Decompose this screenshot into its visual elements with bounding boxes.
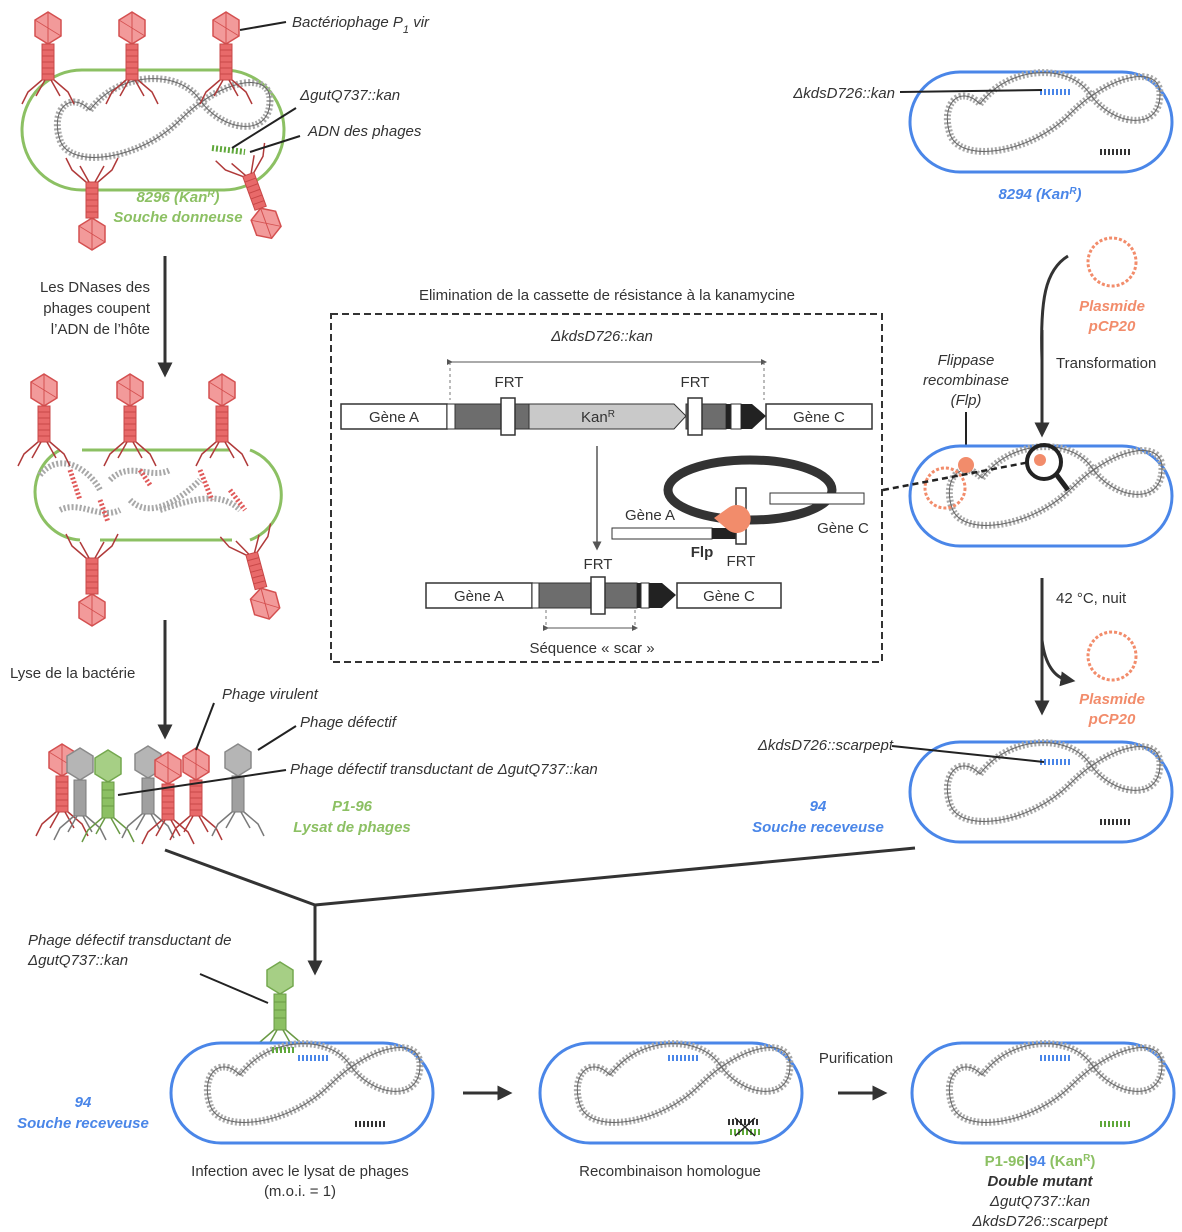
plasmid-label-2a: Plasmide [1079,691,1145,708]
scar-mutation: ΔkdsD726::scarpept [757,737,894,754]
final-mut1: ΔgutQ737::kan [989,1193,1090,1210]
donor-mutation: ΔgutQ737::kan [299,87,400,104]
dnase-line3: l’ADN de l’hôte [51,321,150,338]
gene-c-loop: Gène C [817,520,869,537]
virulent-label: Phage virulent [222,686,319,703]
transformation-label: Transformation [1056,355,1156,372]
inset-box [330,313,883,663]
final-name: P1-96|94 (KanR) [985,1153,1096,1171]
recipient-strain: 8294 (KanR) [998,186,1081,204]
flp-label: Flp [691,544,714,561]
frt-top-2: FRT [681,374,710,391]
transduction-label-1: Phage défectif transductant de [28,932,231,949]
recipient-cell-94 [908,742,1174,844]
defective-label: Phage défectif [300,714,398,731]
lysing-cell [33,448,283,542]
gene-a-top: Gène A [369,409,419,426]
scar-label: Séquence « scar » [529,640,654,657]
construct-top [340,397,873,436]
flippase-line2: recombinase [923,372,1009,389]
final-mut2: ΔkdsD726::scarpept [971,1213,1108,1230]
recipient-mutation: ΔkdsD726::kan [792,85,895,102]
plasmid-label-1b: pCP20 [1088,318,1136,335]
transducing-phage [253,961,307,1055]
inset-title: Elimination de la cassette de résistance… [419,287,795,304]
gene-a-bottom: Gène A [454,588,504,605]
flp-loop [611,455,865,545]
donor-cell [20,68,286,192]
recombination-cell [538,1043,804,1145]
plasmid-label-1a: Plasmide [1079,298,1145,315]
lysate-role: Lysat de phages [293,819,411,836]
plasmid-label-2b: pCP20 [1088,711,1136,728]
gene-a-loop: Gène A [625,507,675,524]
infection-recipient-role: Souche receveuse [17,1115,149,1132]
lysing-phages [17,373,296,627]
recombination-label: Recombinaison homologue [579,1163,761,1180]
phage-dna-label: ADN des phages [307,123,422,140]
recipient-role: Souche receveuse [752,819,884,836]
dnase-line2: phages coupent [43,300,151,317]
purification-label: Purification [819,1050,893,1067]
final-title: Double mutant [988,1173,1094,1190]
phage-label: Bactériophage P1 vir [292,14,430,36]
lysis-label: Lyse de la bactérie [10,665,135,682]
infection-cell [169,1043,435,1145]
frt-top-1: FRT [495,374,524,391]
infection-recipient-num: 94 [75,1094,92,1111]
lysate-name: P1-96 [332,798,373,815]
recipient-cell-flp [908,443,1174,548]
heat-label: 42 °C, nuit [1056,590,1127,607]
final-cell [910,1043,1176,1145]
kan-label: KanR [581,409,615,427]
infection-line2: (m.o.i. = 1) [264,1183,336,1200]
plasmid-icon-1 [1086,236,1138,288]
inset-locus: ΔkdsD726::kan [550,328,653,345]
gene-c-top: Gène C [793,409,845,426]
donor-role: Souche donneuse [113,209,242,226]
transducing-label: Phage défectif transductant de ΔgutQ737:… [290,761,598,778]
flippase-line3: (Flp) [951,392,982,409]
donor-strain: 8296 (KanR) [136,189,219,207]
frt-bottom: FRT [584,556,613,573]
flippase-line1: Flippase [938,352,995,369]
frt-loop: FRT [727,553,756,570]
transduction-label-2: ΔgutQ737::kan [27,952,128,969]
dnase-line1: Les DNases des [40,279,150,296]
plasmid-icon-2 [1086,630,1138,682]
recipient-num: 94 [810,798,827,815]
phage-lysate [35,743,265,845]
gene-c-bottom: Gène C [703,588,755,605]
infection-line1: Infection avec le lysat de phages [191,1163,409,1180]
recipient-cell-8294 [908,72,1174,174]
construct-bottom [425,576,782,615]
